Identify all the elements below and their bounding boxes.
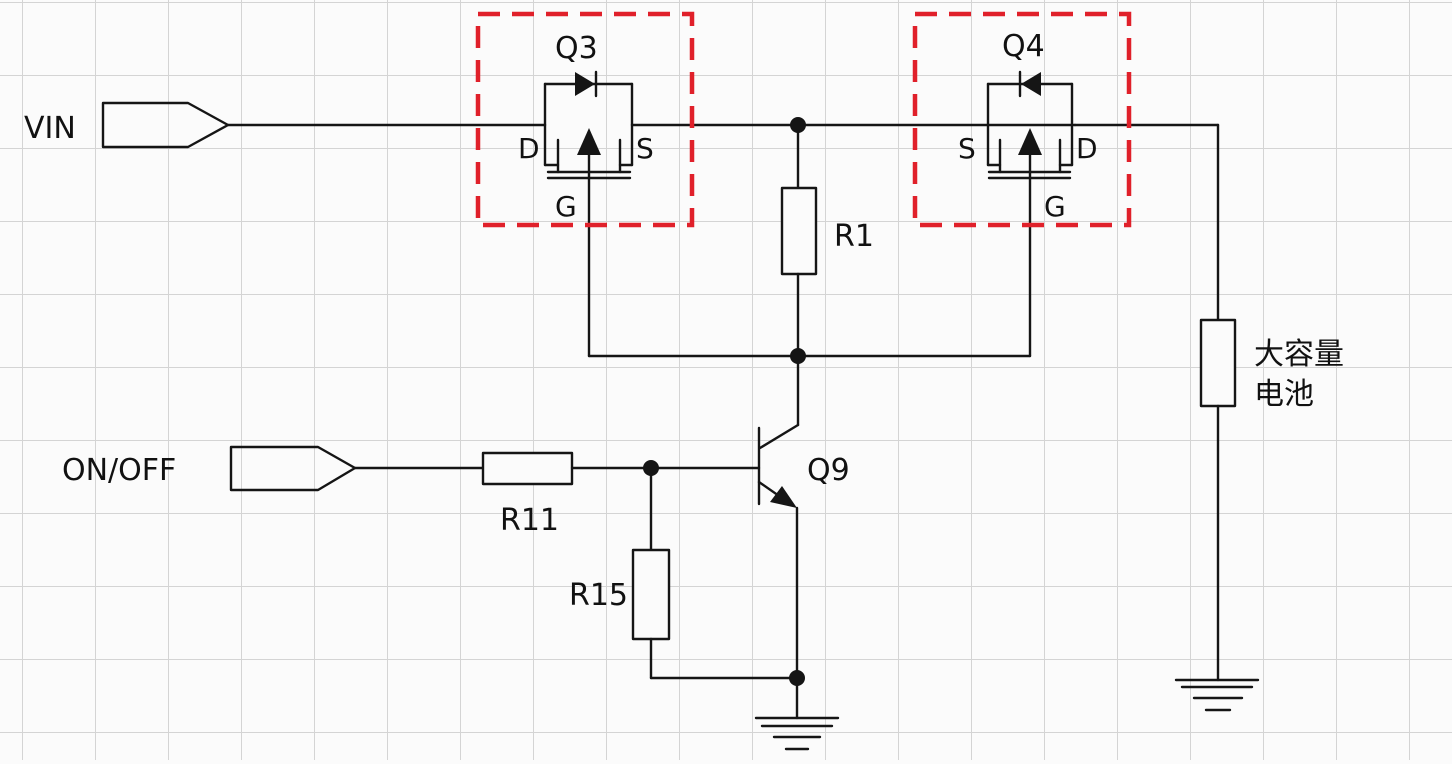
junction-dot <box>643 460 659 476</box>
q3-g-label: G <box>555 190 577 223</box>
r11-resistor <box>481 451 574 486</box>
battery-ground <box>1174 678 1260 712</box>
q4-label: Q4 <box>1002 29 1045 64</box>
q4-d-label: D <box>1076 132 1098 165</box>
battery-label-line2: 电池 <box>1254 377 1314 412</box>
q4-s-label: S <box>958 132 976 165</box>
q9-ground <box>754 716 840 751</box>
r1-label: R1 <box>834 219 874 254</box>
junction-dot <box>790 348 806 364</box>
r11-label: R11 <box>500 503 559 538</box>
q3-d-label: D <box>518 132 540 165</box>
junction-dot <box>789 670 805 686</box>
on-off-port-shape <box>229 445 357 492</box>
q3-s-label: S <box>636 132 654 165</box>
q3-highlight-box <box>475 11 695 228</box>
junction-dot <box>790 117 806 133</box>
vin-port-shape <box>101 101 230 149</box>
q3-mosfet <box>543 70 634 180</box>
q4-highlight-box <box>912 11 1132 228</box>
r1-resistor <box>780 186 818 276</box>
r15-label: R15 <box>569 578 628 613</box>
q9-label: Q9 <box>807 453 850 488</box>
q3-label: Q3 <box>555 31 598 66</box>
q9-transistor <box>757 426 799 680</box>
on-off-label: ON/OFF <box>62 453 176 488</box>
q4-g-label: G <box>1044 190 1066 223</box>
battery-label-line1: 大容量 <box>1254 337 1344 372</box>
q4-mosfet <box>986 70 1074 180</box>
battery <box>1199 318 1237 408</box>
r15-resistor <box>631 548 671 641</box>
vin-label: VIN <box>24 111 76 146</box>
